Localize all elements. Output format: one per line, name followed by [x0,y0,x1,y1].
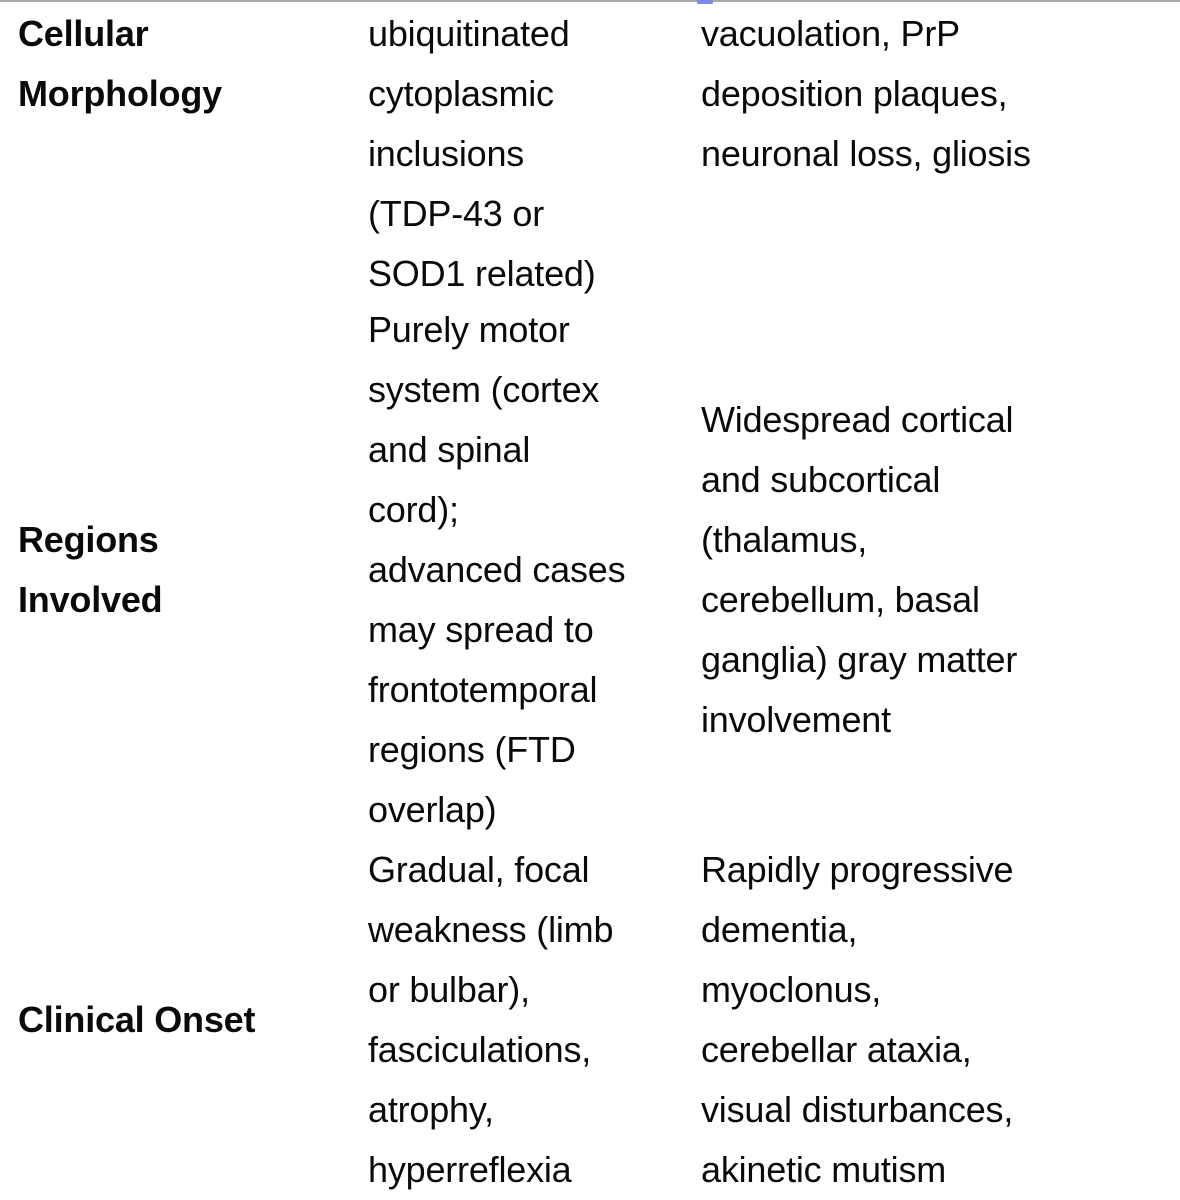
cell-regions-involved-col-b: Widespread cortical and subcortical (tha… [701,399,1018,740]
selection-tick [697,0,713,4]
row-header-clinical-onset: Clinical Onset [18,999,256,1040]
row-header-cellular-morphology: Cellular Morphology [18,13,222,114]
cell-clinical-onset-col-a: Gradual, focal weakness (limb or bulbar)… [368,849,614,1190]
row-header-regions-involved: Regions Involved [18,519,163,620]
table-row: Regions Involved Purely motor system (co… [0,300,1180,840]
cell-cellular-morphology-col-a: ubiquitinated cytoplasmic inclusions (TD… [368,13,596,294]
cell-regions-involved-col-a: Purely motor system (cortex and spinal c… [368,309,626,830]
table-row: Cellular Morphology ubiquitinated cytopl… [0,2,1180,300]
cell-cellular-morphology-col-b: vacuolation, PrP deposition plaques, neu… [701,13,1031,174]
cell-clinical-onset-col-b: Rapidly progressive dementia, myoclonus,… [701,849,1014,1190]
table-row: Clinical Onset Gradual, focal weakness (… [0,840,1180,1200]
table-top-border [0,0,1180,4]
